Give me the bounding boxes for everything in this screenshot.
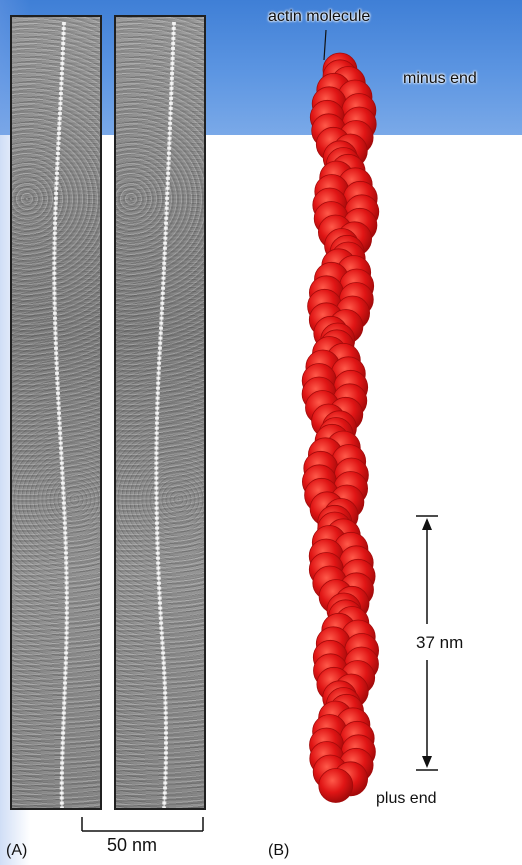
panel-b-label: (B)	[268, 842, 289, 860]
minus-end-label: minus end	[403, 70, 477, 88]
scale-bar	[82, 817, 203, 831]
repeat-distance-label: 37 nm	[415, 631, 464, 655]
scale-bar-label: 50 nm	[107, 835, 157, 856]
plus-end-label: plus end	[376, 790, 437, 808]
panel-a-label: (A)	[6, 842, 27, 860]
actin-leader-line	[324, 30, 326, 60]
actin-filament	[302, 53, 379, 803]
actin-molecule-label: actin molecule	[268, 8, 370, 26]
actin-subunit	[319, 769, 353, 803]
